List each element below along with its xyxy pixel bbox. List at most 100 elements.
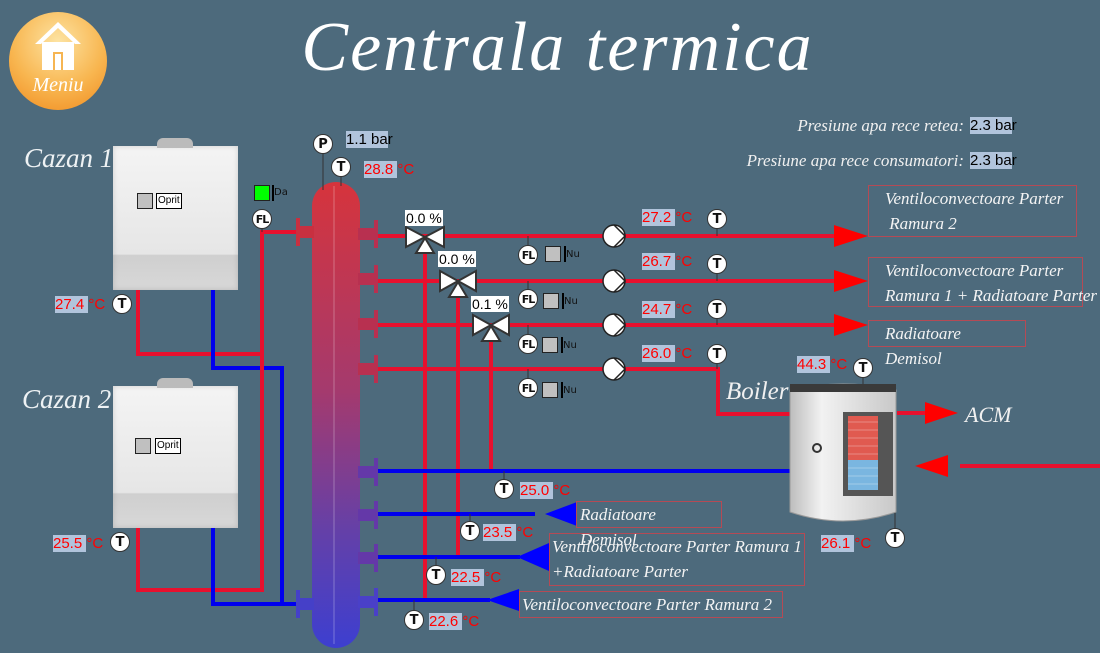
destination-line: Radiatoare Demisol [885,324,961,368]
arrow-acm-out [925,402,958,424]
flow-sensor-icon: FL [518,289,538,309]
circuit-2-flow-status: Nu [564,296,578,307]
return-label-ventilo-ramura-2[interactable]: Ventiloconvectoare Parter Ramura 2 [519,591,783,618]
pump-2 [602,269,627,293]
circuit-4-flow-status: Nu [563,385,577,396]
valve-3-position[interactable]: 0.1 % [471,296,509,312]
home-icon [35,22,81,70]
temp-sensor-icon: T [707,209,727,229]
temp-sensor-icon: T [707,254,727,274]
return-arrows [487,502,577,611]
circuit-4-flow-indicator [542,382,558,398]
return-label-ventilo-ramura-1[interactable]: Ventiloconvectoare Parter Ramura 1 +Radi… [549,533,805,586]
flow-sensor-icon: FL [518,378,538,398]
temp-sensor-icon: T [110,532,130,552]
temp-sensor-icon: T [707,299,727,319]
network-pressure-value: 2.3 bar [970,117,1017,134]
circuit-3-flow-indicator [542,337,558,353]
boiler-2-return-temp: 25.5 °C [53,535,104,552]
acm-label: ACM [965,402,1012,427]
dhw-boiler-label: Boiler [726,378,789,405]
flow-sensor-icon: FL [518,334,538,354]
boiler-2-unit[interactable]: Oprit [113,378,238,528]
menu-label: Meniu [32,74,84,96]
return-label-text: Ventiloconvectoare Parter Ramura 2 [522,595,773,614]
return-label-radiatoare-demisol[interactable]: Radiatoare Demisol [576,501,722,549]
page-title: Centrala termica [301,9,814,86]
indicator-divider [272,185,274,201]
arrow-circuit-3 [834,314,868,336]
temp-sensor-icon: T [853,358,873,378]
consumers-pressure-value: 2.3 bar [970,152,1017,169]
destination-line: Ramura 1 + Radiatoare Parter [885,286,1097,305]
indicator-divider [562,293,564,309]
circuit-2-flow-indicator [543,293,559,309]
return-3-temp: 22.5 °C [451,569,502,586]
destination-circuit-3[interactable]: Radiatoare Demisol [868,320,1026,368]
return-1-temp: 25.0 °C [520,482,571,499]
valve-2 [439,269,477,298]
valve-2-position[interactable]: 0.0 % [438,251,476,267]
arrow-cold-in [915,455,948,477]
circuit-1-flow-status: Nu [566,249,580,260]
pump-1 [602,224,627,248]
main-flow-indicator [254,185,270,201]
temp-sensor-icon: T [112,294,132,314]
circuit-3-flow-status: Nu [563,340,577,351]
flue-pipe [157,378,193,388]
temp-sensor-icon: T [460,521,480,541]
boiler-1-label: Cazan 1 [24,143,114,173]
supply-arrows [834,225,958,477]
menu-button[interactable]: Meniu [9,12,107,110]
destination-line: Ventiloconvectoare Parter [885,261,1064,280]
temp-sensor-icon: T [331,157,351,177]
flue-pipe [157,138,193,148]
dhw-tank [789,383,897,522]
mixing-valves [405,225,510,342]
boiler-1-status-text: Oprit [156,193,182,209]
arrow-circuit-2 [834,270,868,292]
circuit-3-supply-temp: 24.7 °C [642,301,693,318]
consumers-pressure-label: Presiune apa rece consumatori: [746,151,964,170]
return-label-text: +Radiatoare Parter [552,562,688,581]
boiler-1-return-temp: 27.4 °C [55,296,106,313]
circuit-4-supply-temp: 26.0 °C [642,345,693,362]
destination-circuit-2[interactable]: Ventiloconvectoare Parter Ramura 1 + Rad… [868,257,1097,307]
flow-sensor-icon: FL [518,245,538,265]
pressure-sensor-icon: P [313,134,333,154]
pumps [602,224,627,381]
temp-sensor-icon: T [426,565,446,585]
temp-sensor-icon: T [707,344,727,364]
pump-4 [602,357,627,381]
collector-pressure: 1.1 bar [346,131,393,148]
indicator-divider [561,337,563,353]
circuit-2-supply-temp: 26.7 °C [642,253,693,270]
return-2-temp: 23.5 °C [483,524,534,541]
collector-temp: 28.8 °C [364,161,415,178]
destination-circuit-1[interactable]: Ventiloconvectoare Parter Ramura 2 [868,185,1077,237]
boiler-2-status-indicator [135,438,151,454]
return-pipes [378,469,792,602]
temp-sensor-icon: T [404,610,424,630]
arrow-circuit-1 [834,225,868,247]
indicator-divider [561,382,563,398]
circuit-1-flow-indicator [545,246,561,262]
indicator-divider [564,246,566,262]
valve-1 [405,225,445,254]
circuit-1-supply-temp: 27.2 °C [642,209,693,226]
valve-1-position[interactable]: 0.0 % [405,210,443,226]
return-label-text: Ventiloconvectoare Parter Ramura 1 [552,537,803,556]
boiler-1-unit[interactable]: Oprit [113,138,238,290]
main-flow-status: Da [274,187,288,198]
hydraulic-collector [296,182,378,648]
destination-line: Ramura 2 [885,214,957,233]
dhw-top-temp: 44.3 °C [797,356,848,373]
valve-3 [472,313,510,342]
boiler-2-status-text: Oprit [155,438,181,454]
boiler-1-status-indicator [137,193,153,209]
flow-sensor-icon: FL [252,209,272,229]
destination-line: Ventiloconvectoare Parter [885,189,1064,208]
temp-sensor-icon: T [494,479,514,499]
return-4-temp: 22.6 °C [429,613,480,630]
